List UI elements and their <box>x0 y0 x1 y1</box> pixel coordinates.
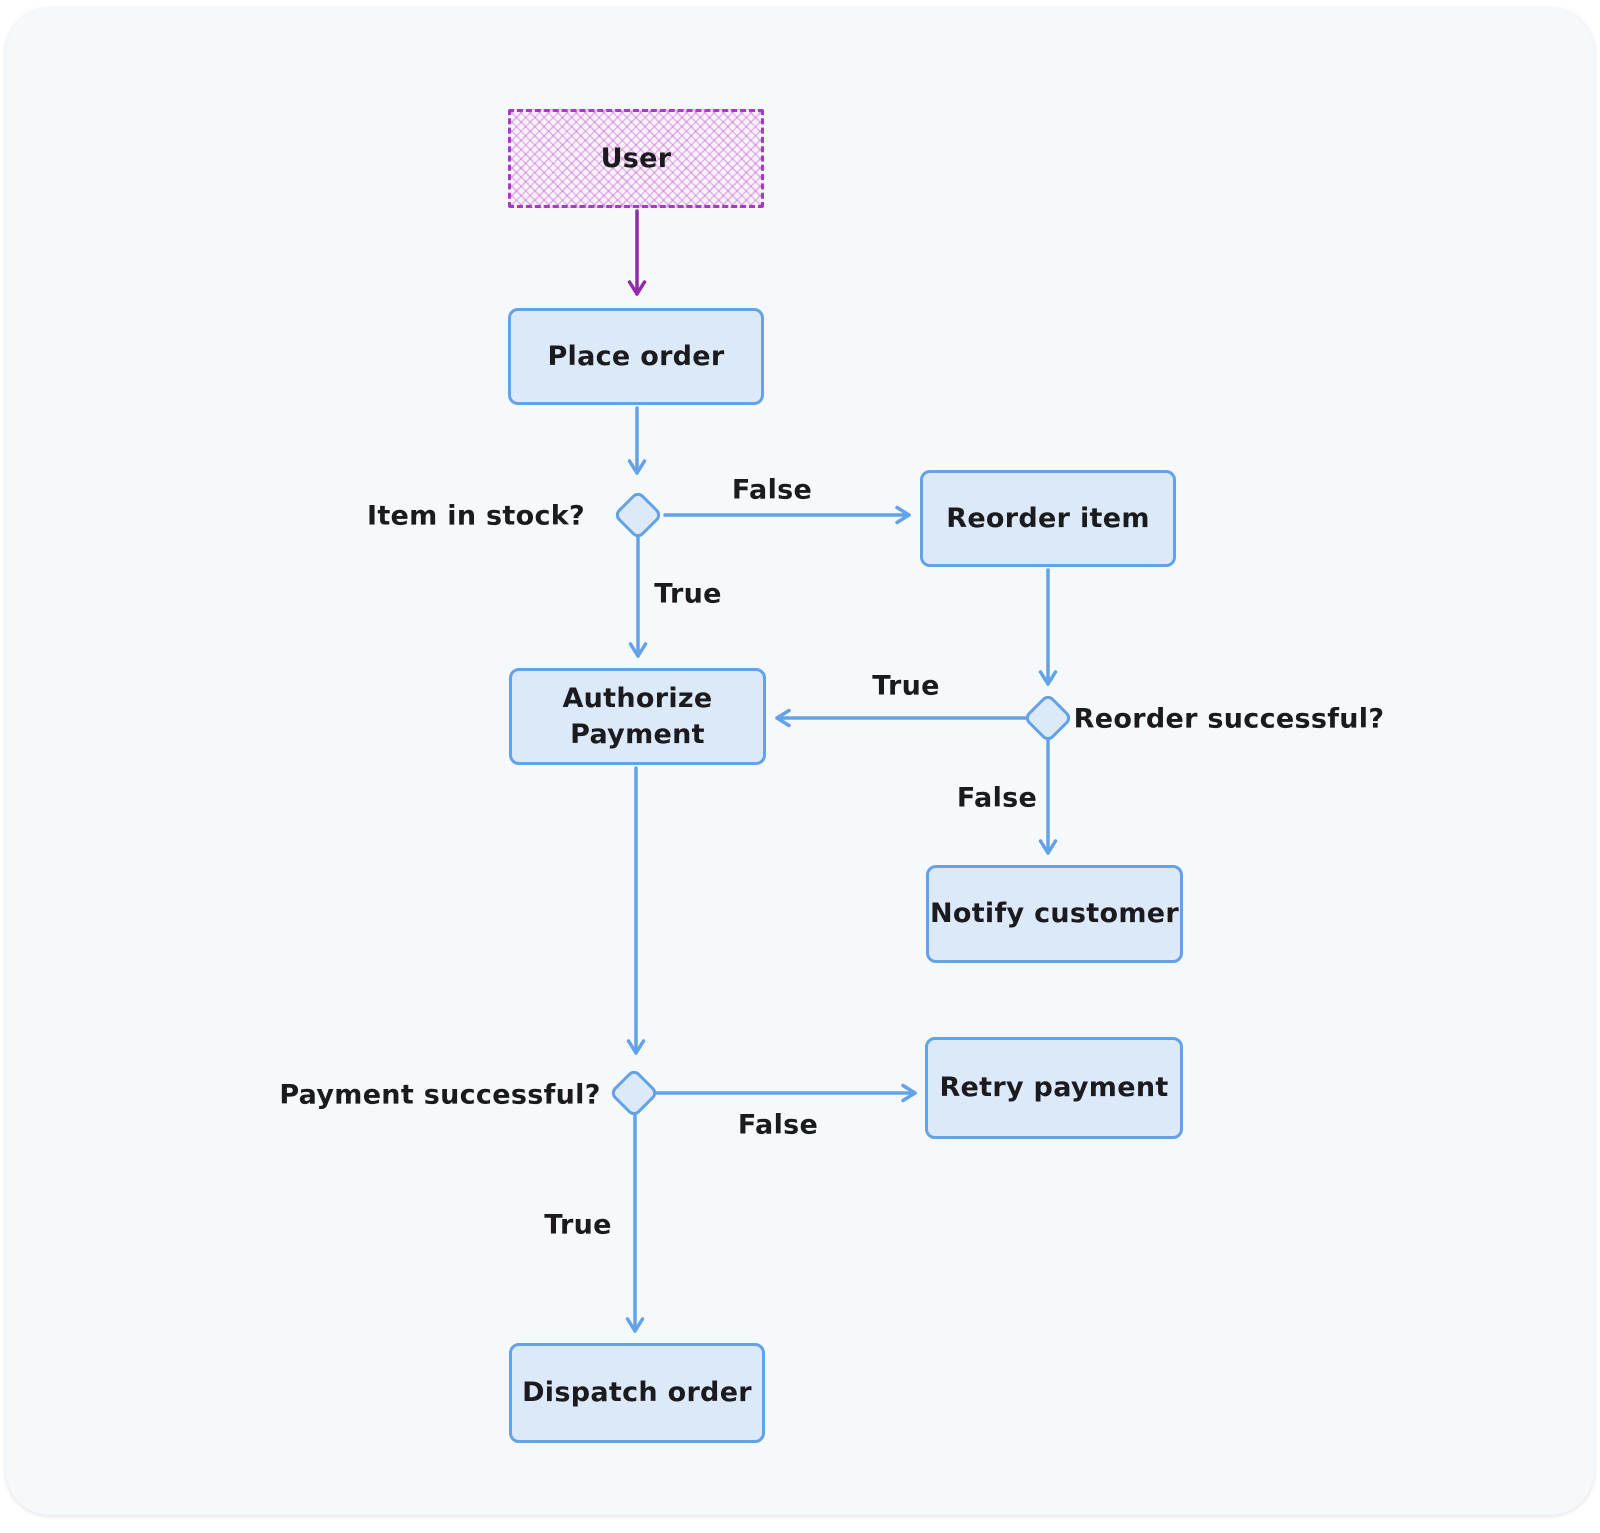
node-user: User <box>508 109 764 208</box>
edge-label-reorder-false: False <box>956 782 1038 814</box>
diagram-canvas: User Place order Reorder item Authorize … <box>6 8 1594 1515</box>
node-dispatch-order-label: Dispatch order <box>522 1377 752 1409</box>
edge-label-reorder-true: True <box>872 670 940 702</box>
decision-reorder-successful-icon <box>1022 692 1074 744</box>
node-notify-customer-label: Notify customer <box>929 898 1180 930</box>
node-place-order: Place order <box>508 308 764 405</box>
decision-payment-successful-icon <box>608 1067 660 1119</box>
node-user-label: User <box>600 142 672 174</box>
edge-label-item-true: True <box>654 578 722 610</box>
edge-label-item-false: False <box>731 474 813 506</box>
node-retry-payment-label: Retry payment <box>939 1072 1169 1104</box>
decision-reorder-successful-label: Reorder successful? <box>1073 703 1385 735</box>
flowchart-edges <box>625 209 1058 1333</box>
decision-item-in-stock-icon <box>612 489 664 541</box>
node-retry-payment: Retry payment <box>925 1037 1183 1139</box>
decision-payment-successful-label: Payment successful? <box>279 1079 601 1111</box>
decision-item-in-stock-label: Item in stock? <box>366 500 586 532</box>
node-place-order-label: Place order <box>547 340 725 372</box>
node-dispatch-order: Dispatch order <box>509 1343 765 1443</box>
node-authorize-payment-label: Authorize Payment <box>562 683 713 750</box>
edge-label-payment-false: False <box>737 1109 819 1141</box>
node-authorize-payment: Authorize Payment <box>509 668 766 765</box>
edge-label-payment-true: True <box>544 1209 612 1241</box>
node-reorder-item: Reorder item <box>920 470 1176 567</box>
node-notify-customer: Notify customer <box>926 865 1183 963</box>
node-reorder-item-label: Reorder item <box>946 502 1150 534</box>
